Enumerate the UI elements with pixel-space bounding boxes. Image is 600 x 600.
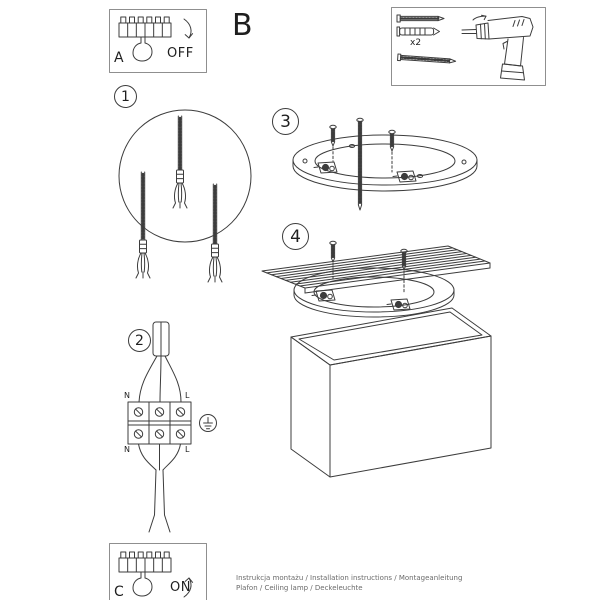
panel-a-frame — [109, 9, 207, 73]
footer-line-1: Instrukcja montażu / Installation instru… — [236, 574, 463, 582]
wall-plug-icon — [396, 26, 440, 37]
wire-live-label-bottom: L — [185, 445, 190, 454]
screw-icon — [328, 124, 338, 148]
switch-on-illustration — [118, 551, 194, 598]
step1-illustration — [118, 109, 252, 283]
panel-c-letter: C — [114, 584, 124, 600]
arrow-down-head — [184, 33, 194, 39]
step-1-badge: 1 — [114, 85, 137, 108]
clamp-icon — [313, 161, 338, 174]
power-switch-icon — [118, 551, 172, 597]
panel-a-letter: A — [114, 50, 124, 66]
ceiling-slab — [261, 245, 491, 294]
arrow-up-head — [184, 577, 194, 583]
section-b-letter: B — [232, 8, 253, 43]
step2-illustration — [127, 321, 217, 533]
lamp-cable — [138, 443, 181, 533]
anchor-icon — [207, 183, 223, 283]
clamp-icon — [386, 298, 411, 311]
lamp-body — [290, 307, 492, 478]
footer-line-2: Plafon / Ceiling lamp / Deckeleuchte — [236, 584, 363, 592]
screw-quantity-label: x2 — [410, 38, 422, 48]
terminal-block — [127, 401, 192, 445]
anchor-icon — [135, 171, 151, 279]
switch-off-illustration — [118, 16, 194, 62]
step4-illustration — [261, 240, 492, 478]
long-screw-icon — [356, 117, 364, 211]
drill-icon — [461, 14, 534, 81]
switch-off-label: OFF — [167, 46, 194, 61]
wire-live-label-top: L — [185, 391, 190, 400]
step3-illustration — [292, 117, 478, 211]
screw-icon — [396, 14, 445, 23]
screw-icon — [387, 129, 397, 153]
footer-text: Instrukcja montażu / Installation instru… — [236, 573, 462, 593]
power-switch-icon — [118, 16, 172, 62]
screw-icon — [328, 240, 338, 264]
mounting-screw-icon — [397, 53, 457, 64]
anchor-icon — [172, 115, 188, 209]
fixings-illustration — [396, 14, 457, 64]
magnifier-circle — [118, 109, 252, 243]
clamp-icon — [392, 170, 417, 183]
ceiling-plate — [293, 267, 455, 318]
step-4-badge: 4 — [282, 223, 309, 250]
earth-symbol-icon — [199, 414, 217, 432]
ceiling-plate — [292, 134, 478, 192]
wire-neutral-label-top: N — [124, 391, 130, 400]
arrow-down-icon — [183, 18, 192, 39]
parts-box-frame — [391, 7, 546, 86]
switch-on-label: ON — [170, 580, 191, 595]
step-3-badge: 3 — [272, 108, 299, 135]
step-2-badge: 2 — [128, 329, 151, 352]
supply-cable — [138, 321, 182, 403]
panel-c-frame — [109, 543, 207, 600]
wire-neutral-label-bottom: N — [124, 445, 130, 454]
